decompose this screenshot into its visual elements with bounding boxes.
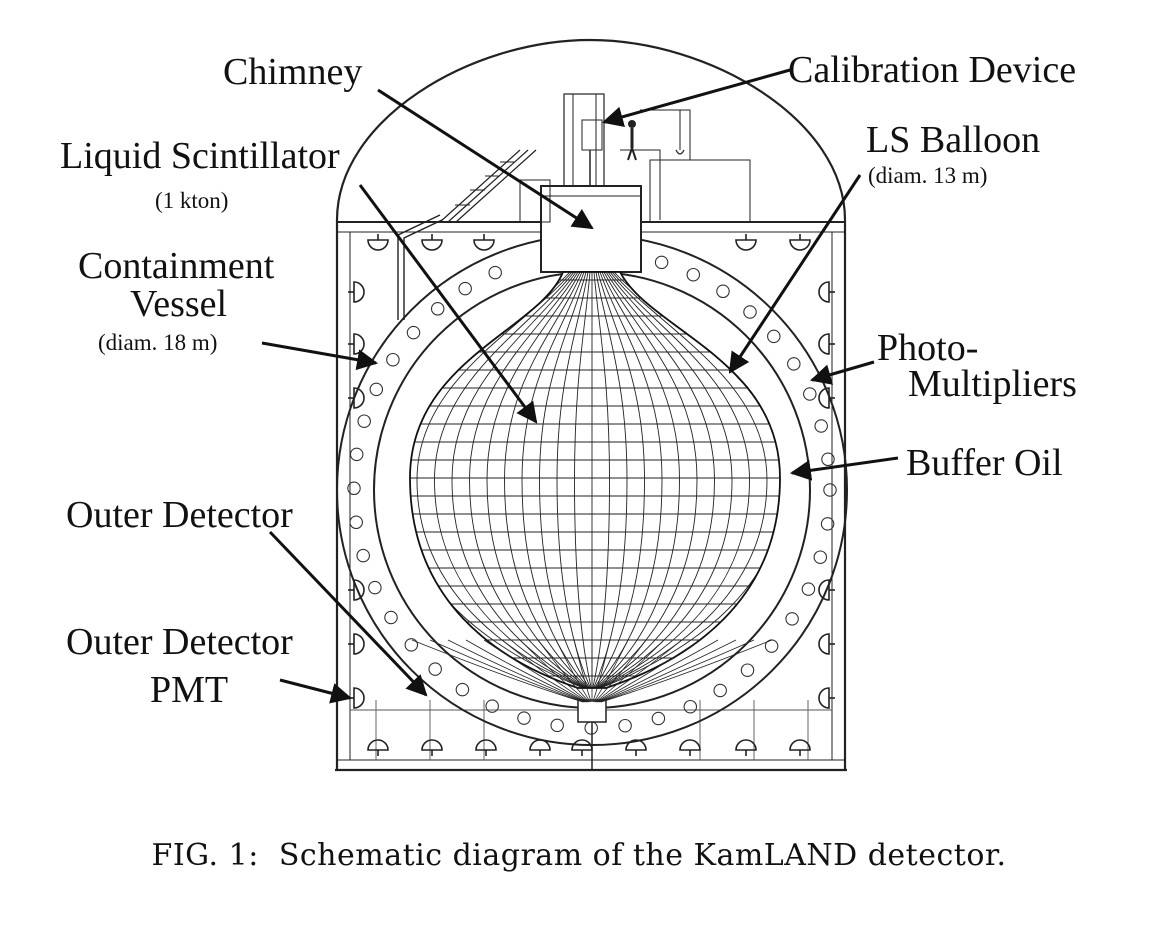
photomultiplier-tube xyxy=(823,483,837,497)
labels: Chimney Calibration Device Liquid Scinti… xyxy=(60,49,1077,711)
photomultiplier-tube xyxy=(584,721,598,735)
arrow-containment-vessel xyxy=(261,341,379,371)
figure-caption: FIG. 1: Schematic diagram of the KamLAND … xyxy=(0,838,1158,873)
photomultiplier-tube xyxy=(430,302,445,316)
outer-detector-pmt xyxy=(735,739,757,756)
caption-label: FIG. 1: xyxy=(151,838,259,873)
ls-balloon xyxy=(409,271,781,703)
outer-detector-pmt xyxy=(789,234,811,251)
photomultiplier-tube xyxy=(740,663,755,677)
photomultiplier-tube xyxy=(814,419,828,433)
outer-detector-pmt xyxy=(571,739,593,756)
photomultiplier-tube xyxy=(713,683,727,698)
label-outer-detector-pmt-line2: PMT xyxy=(150,669,228,711)
photomultiplier-tube xyxy=(349,515,363,530)
photomultiplier-ring xyxy=(347,255,837,735)
photomultiplier-tube xyxy=(386,352,400,367)
photomultiplier-tube xyxy=(618,718,632,733)
photomultiplier-tube xyxy=(803,387,817,401)
label-outer-detector: Outer Detector xyxy=(66,494,293,536)
label-ls-balloon-note: (diam. 13 m) xyxy=(868,163,987,188)
label-calibration-device: Calibration Device xyxy=(788,49,1076,91)
label-containment-vessel-note: (diam. 18 m) xyxy=(98,330,217,355)
label-liquid-scintillator-note: (1 kton) xyxy=(155,188,228,213)
outer-detector-pmt xyxy=(348,387,365,409)
kamland-detector-diagram: Chimney Calibration Device Liquid Scinti… xyxy=(60,38,1077,772)
photomultiplier-tube xyxy=(349,447,364,462)
photomultiplier-tube xyxy=(458,281,472,296)
caption-text: Schematic diagram of the KamLAND detecto… xyxy=(278,838,1007,873)
outer-detector-pmt xyxy=(475,739,497,756)
outer-detector-pmt xyxy=(367,739,389,756)
outer-detector-pmt xyxy=(473,234,495,251)
arrow-ls-balloon xyxy=(728,174,862,374)
photomultiplier-tube xyxy=(654,255,669,270)
photomultiplier-tube xyxy=(813,550,828,564)
outer-detector-pmt xyxy=(367,234,389,251)
photomultiplier-tube xyxy=(801,582,816,596)
arrow-chimney xyxy=(377,88,594,230)
photomultiplier-tube xyxy=(455,682,470,697)
photomultiplier-tube xyxy=(406,325,421,340)
outer-detector-pmt xyxy=(818,687,835,709)
photomultiplier-tube xyxy=(368,580,382,595)
arrow-buffer-oil xyxy=(789,456,899,481)
outer-detector-pmt xyxy=(735,234,757,251)
outer-detector-pmt xyxy=(348,281,365,303)
photomultiplier-tube xyxy=(428,662,442,676)
outer-detector-pmt xyxy=(679,739,701,756)
label-containment-vessel-line1: Containment xyxy=(78,245,275,287)
photomultiplier-tube xyxy=(787,357,801,371)
arrow-liquid-scintillator xyxy=(358,184,538,424)
outer-detector-pmt xyxy=(421,739,443,756)
arrow-od-pmt xyxy=(279,678,353,704)
outer-detector-pmt xyxy=(348,633,365,655)
photomultiplier-tube xyxy=(384,610,398,625)
photomultiplier-tube xyxy=(820,517,835,531)
photomultiplier-tube xyxy=(517,711,531,725)
photomultiplier-tube xyxy=(485,699,499,713)
outer-detector-pmt xyxy=(818,633,835,655)
outer-detector-pmt xyxy=(818,387,835,409)
label-photomultipliers-line2: Multipliers xyxy=(908,363,1077,405)
photomultiplier-tube xyxy=(357,414,371,428)
label-buffer-oil: Buffer Oil xyxy=(906,442,1063,484)
outer-detector-pmt xyxy=(421,234,443,251)
label-ls-balloon: LS Balloon xyxy=(866,119,1040,161)
leader-arrows xyxy=(261,68,899,704)
label-photomultipliers-line1: Photo- xyxy=(877,327,978,369)
label-liquid-scintillator: Liquid Scintillator xyxy=(60,135,340,177)
photomultiplier-tube xyxy=(686,267,701,282)
photomultiplier-tube xyxy=(743,305,757,319)
photomultiplier-tube xyxy=(785,612,799,626)
photomultiplier-tube xyxy=(716,284,730,299)
outer-detector-pmt xyxy=(529,739,551,756)
outer-detector-pmt xyxy=(818,281,835,303)
photomultiplier-tube xyxy=(488,265,502,280)
outer-detector-pmt xyxy=(789,739,811,756)
outer-detector-pmt xyxy=(818,333,835,355)
outer-detector-pmts xyxy=(348,234,835,756)
photomultiplier-tube xyxy=(404,638,419,652)
photomultiplier-tube xyxy=(651,711,666,726)
outer-detector-pmt xyxy=(348,579,365,601)
photomultiplier-tube xyxy=(347,481,361,496)
arrow-calibration xyxy=(601,68,791,128)
photomultiplier-tube xyxy=(767,329,781,344)
photomultiplier-tube xyxy=(550,718,564,733)
arrow-outer-detector xyxy=(268,530,428,697)
arrow-photomultipliers xyxy=(809,360,875,385)
photomultiplier-tube xyxy=(356,548,370,563)
outer-tank xyxy=(335,38,847,772)
outer-detector-pmt xyxy=(348,333,365,355)
label-chimney: Chimney xyxy=(223,51,362,93)
outer-detector-pmt xyxy=(625,739,647,756)
photomultiplier-tube xyxy=(683,699,698,714)
outer-detector-pmt xyxy=(818,579,835,601)
label-outer-detector-pmt-line1: Outer Detector xyxy=(66,621,293,663)
photomultiplier-tube xyxy=(821,452,835,467)
label-containment-vessel-line2: Vessel xyxy=(130,283,227,325)
photomultiplier-tube xyxy=(369,382,384,397)
